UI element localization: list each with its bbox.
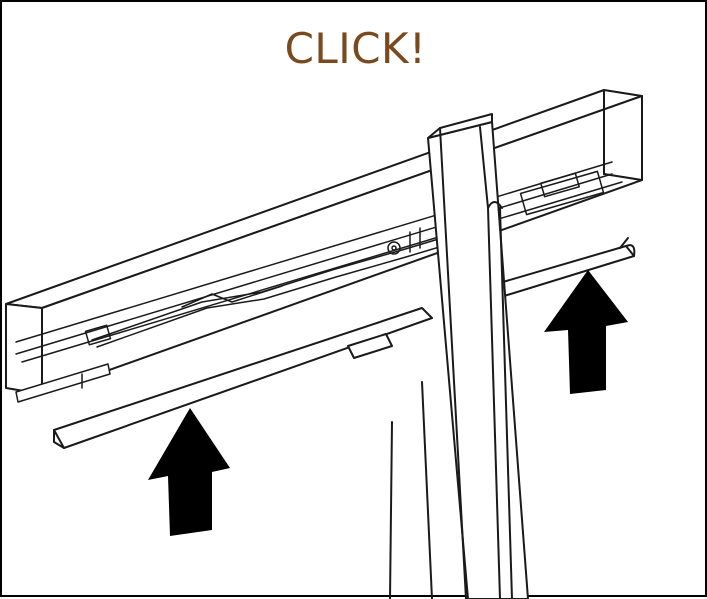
up-arrow-left-icon — [148, 408, 230, 536]
rail-channel — [15, 161, 623, 363]
rail-end-clips — [15, 363, 111, 403]
cover-strip-left — [53, 307, 433, 449]
cover-strip-right — [492, 237, 636, 297]
up-arrow-right-icon — [544, 270, 628, 394]
vertical-post — [389, 113, 529, 599]
click-caption: CLICK! — [284, 24, 427, 73]
